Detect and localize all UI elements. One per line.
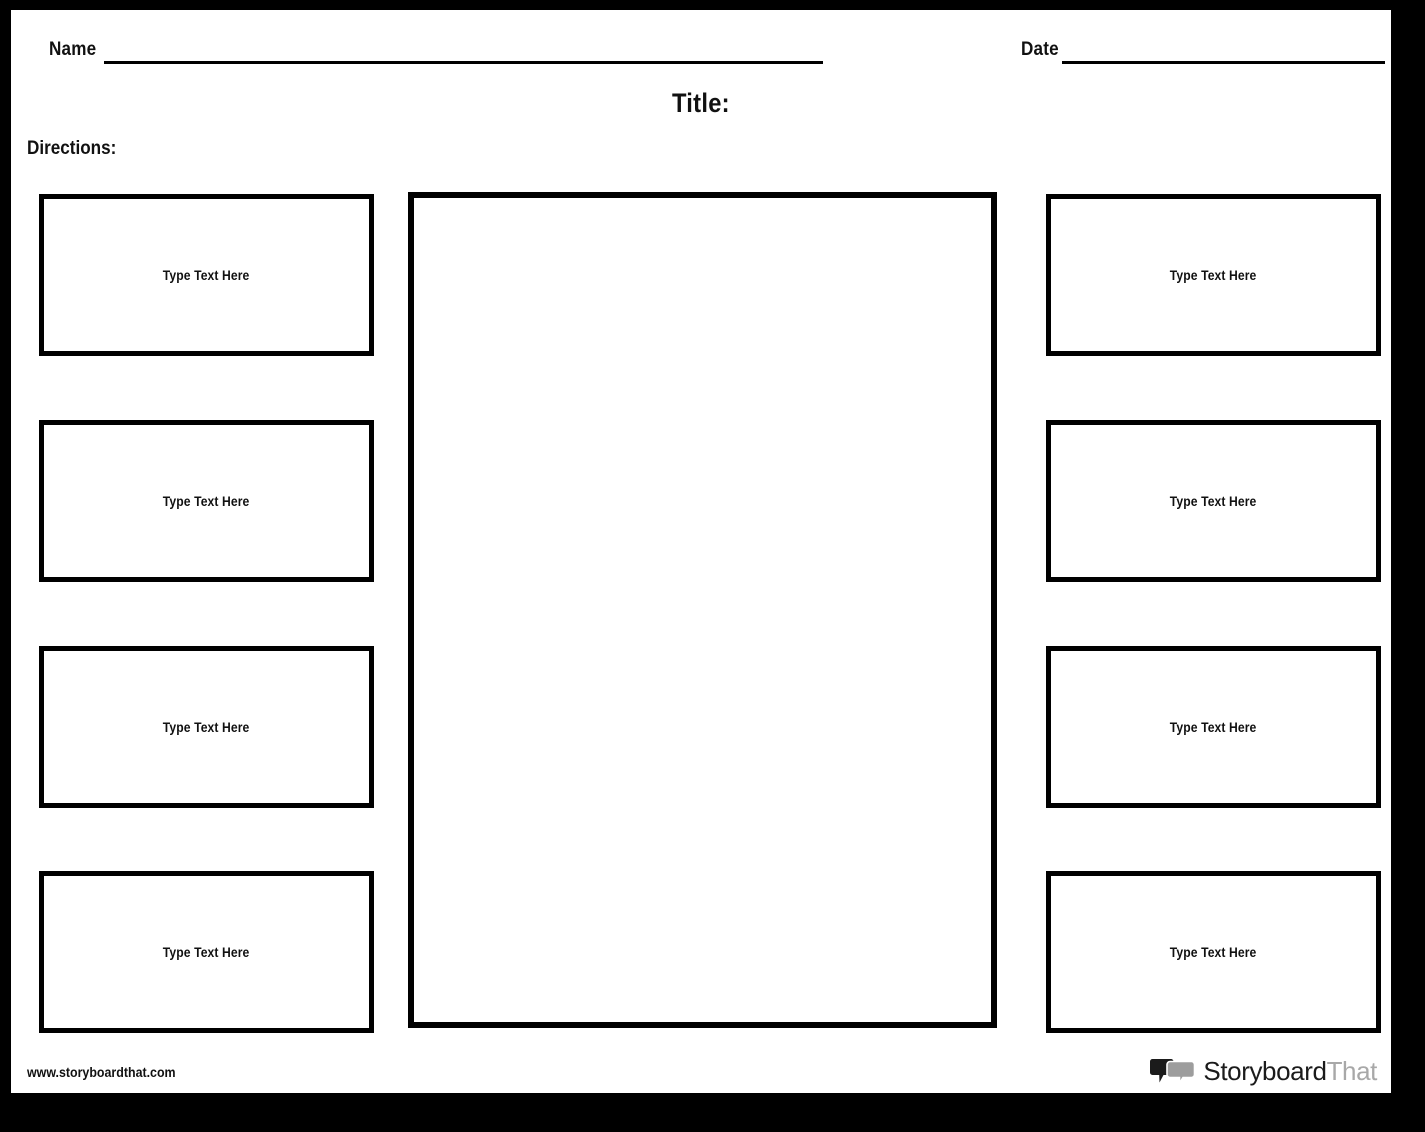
left-cell-2[interactable]: Type Text Here <box>39 420 374 582</box>
right-cell-2[interactable]: Type Text Here <box>1046 420 1381 582</box>
left-cell-2-placeholder: Type Text Here <box>163 493 250 509</box>
left-cell-1[interactable]: Type Text Here <box>39 194 374 356</box>
right-cell-3[interactable]: Type Text Here <box>1046 646 1381 808</box>
speech-bubbles-icon <box>1150 1058 1196 1086</box>
left-cell-4[interactable]: Type Text Here <box>39 871 374 1033</box>
left-cell-3-placeholder: Type Text Here <box>163 719 250 735</box>
left-cell-1-placeholder: Type Text Here <box>163 267 250 283</box>
left-cell-4-placeholder: Type Text Here <box>163 944 250 960</box>
page-title: Title: <box>11 88 1391 119</box>
storyboardthat-logo: StoryboardThat <box>1150 1054 1377 1088</box>
date-input-line[interactable] <box>1062 61 1385 64</box>
right-cell-4-placeholder: Type Text Here <box>1170 944 1257 960</box>
storyboardthat-wordmark: StoryboardThat <box>1203 1058 1377 1084</box>
left-cell-3[interactable]: Type Text Here <box>39 646 374 808</box>
footer-website-url: www.storyboardthat.com <box>27 1065 176 1080</box>
name-input-line[interactable] <box>104 61 823 64</box>
page-title-text: Title: <box>672 88 730 118</box>
right-cell-1-placeholder: Type Text Here <box>1170 267 1257 283</box>
directions-label: Directions: <box>27 138 117 159</box>
right-cell-3-placeholder: Type Text Here <box>1170 719 1257 735</box>
worksheet-sheet: Name Date Title: Directions: Type Text H… <box>11 10 1391 1093</box>
date-label: Date <box>1021 39 1059 60</box>
name-label: Name <box>49 39 97 60</box>
right-cell-4[interactable]: Type Text Here <box>1046 871 1381 1033</box>
brand-word-storyboard: Storyboard <box>1203 1056 1327 1086</box>
right-cell-1[interactable]: Type Text Here <box>1046 194 1381 356</box>
brand-word-that: That <box>1326 1056 1378 1086</box>
right-cell-2-placeholder: Type Text Here <box>1170 493 1257 509</box>
center-main-cell[interactable] <box>408 192 997 1028</box>
